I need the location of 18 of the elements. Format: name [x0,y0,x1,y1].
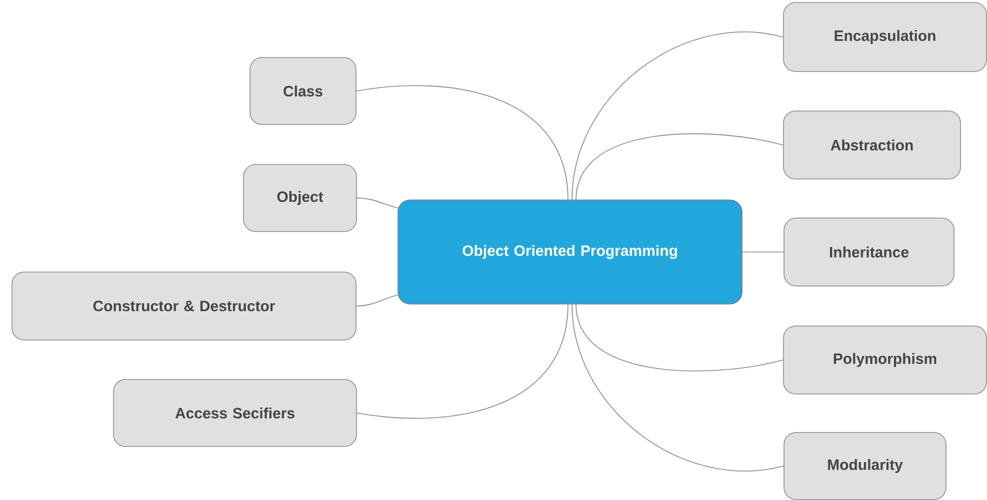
connector-line [356,304,568,419]
connector-line [356,294,398,306]
topic-box: Polymorphism [783,326,987,394]
connector-line [356,198,398,208]
connector-line [356,85,568,200]
topic-box: Class [250,57,356,125]
connector-line [572,32,784,200]
topic-box: Abstraction [783,110,961,180]
topic-box: Object [243,164,357,232]
topic-box: Modularity [784,432,946,500]
topic-box: Access Secifiers [113,379,357,447]
connector-line [576,304,784,372]
hub-box: Object Oriented Programming [398,200,742,304]
topic-box: Inheritance [784,218,954,286]
connector-line [572,304,784,471]
topic-box: Encapsulation [783,2,987,72]
topic-box: Constructor & Destructor [12,272,356,340]
connector-line [576,133,784,200]
